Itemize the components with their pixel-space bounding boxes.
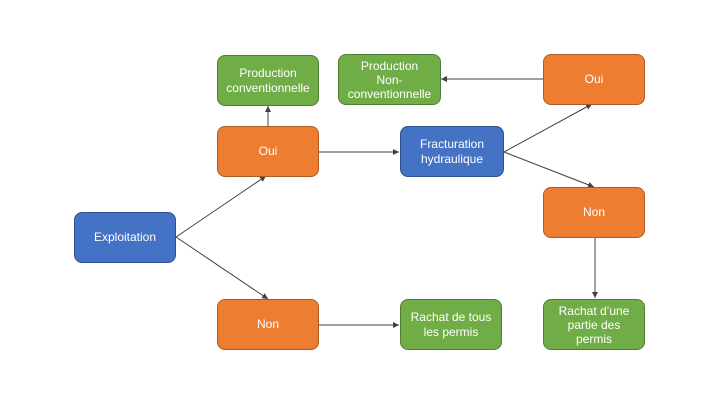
node-production-conventionnelle: Production conventionnelle — [217, 55, 319, 106]
node-production-nonconventionnelle: Production Non- conventionnelle — [338, 54, 441, 105]
node-exploitation: Exploitation — [74, 212, 176, 263]
node-oui-left: Oui — [217, 126, 319, 177]
edge-exploitation-non — [175, 236, 269, 300]
edge-exploitation-oui — [175, 175, 267, 238]
node-non-right: Non — [543, 187, 645, 238]
node-oui-right: Oui — [543, 54, 645, 105]
node-non-left: Non — [217, 299, 319, 350]
node-rachat-partie-permis: Rachat d’une partie des permis — [543, 299, 645, 350]
edge-fracturation-non — [503, 151, 595, 188]
node-fracturation-hydraulique: Fracturation hydraulique — [400, 126, 504, 177]
node-rachat-tous-permis: Rachat de tous les permis — [400, 299, 502, 350]
edge-fracturation-oui — [503, 103, 593, 153]
